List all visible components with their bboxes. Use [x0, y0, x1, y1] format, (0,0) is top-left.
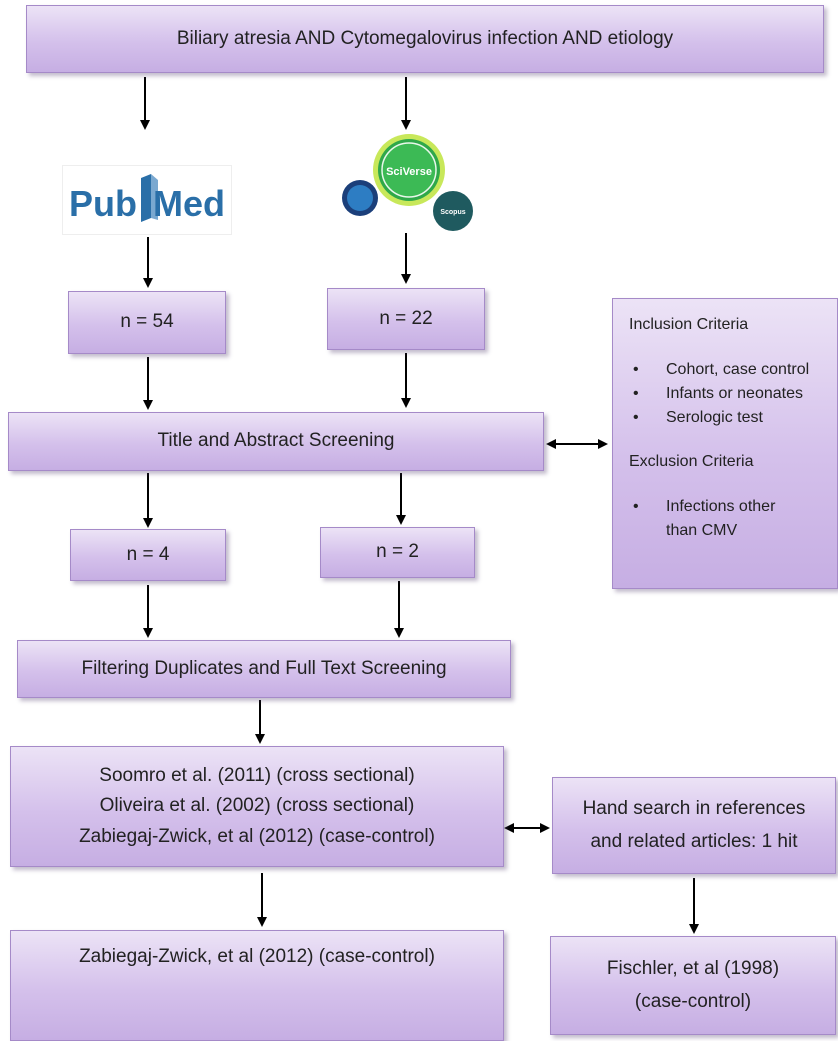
- inclusion-item: Serologic test: [629, 406, 837, 430]
- sciverse-scopus-logo: SciVerse Scopus: [338, 132, 478, 232]
- hand-search-box: Hand search in references and related ar…: [552, 777, 836, 874]
- sciverse-count-box: n = 22: [327, 288, 485, 350]
- pubmed-logo: Pub Med: [62, 165, 232, 235]
- pubmed-logo-left: Pub: [69, 183, 137, 224]
- inclusion-heading: Inclusion Criteria: [629, 316, 749, 333]
- sciverse-label: SciVerse: [386, 166, 432, 178]
- study-item: Zabiegaj-Zwick, et al (2012) (case-contr…: [79, 825, 435, 847]
- pubmed-count-box: n = 54: [68, 291, 226, 354]
- fischler-line: (case-control): [634, 990, 752, 1012]
- final-study-box: Zabiegaj-Zwick, et al (2012) (case-contr…: [10, 930, 504, 1041]
- exclusion-heading: Exclusion Criteria: [629, 452, 754, 470]
- inclusion-list: Cohort, case control Infants or neonates…: [629, 358, 837, 430]
- inclusion-item: Cohort, case control: [629, 358, 837, 382]
- inclusion-item: Infants or neonates: [629, 382, 837, 406]
- study-item: Soomro et al. (2011) (cross sectional): [99, 764, 415, 786]
- fischler-study-box: Fischler, et al (1998) (case-control): [550, 936, 836, 1035]
- included-studies-box: Soomro et al. (2011) (cross sectional) O…: [10, 746, 504, 867]
- pubmed-screened-count-box: n = 4: [70, 529, 226, 581]
- fischler-line: Fischler, et al (1998): [606, 958, 780, 980]
- hand-search-line: and related articles: 1 hit: [590, 830, 798, 852]
- criteria-box: Inclusion Criteria Cohort, case control …: [612, 298, 838, 589]
- hand-search-line: Hand search in references: [582, 798, 806, 820]
- title-abstract-screening-box: Title and Abstract Screening: [8, 412, 544, 471]
- scopus-label: Scopus: [440, 209, 465, 216]
- exclusion-list: Infections other than CMV: [629, 495, 789, 543]
- exclusion-item: Infections other than CMV: [629, 495, 789, 543]
- pubmed-logo-right: Med: [153, 183, 225, 224]
- sciverse-screened-count-box: n = 2: [320, 527, 475, 578]
- study-item: Oliveira et al. (2002) (cross sectional): [99, 795, 415, 817]
- search-query-box: Biliary atresia AND Cytomegalovirus infe…: [26, 5, 824, 73]
- filtering-fulltext-box: Filtering Duplicates and Full Text Scree…: [17, 640, 511, 698]
